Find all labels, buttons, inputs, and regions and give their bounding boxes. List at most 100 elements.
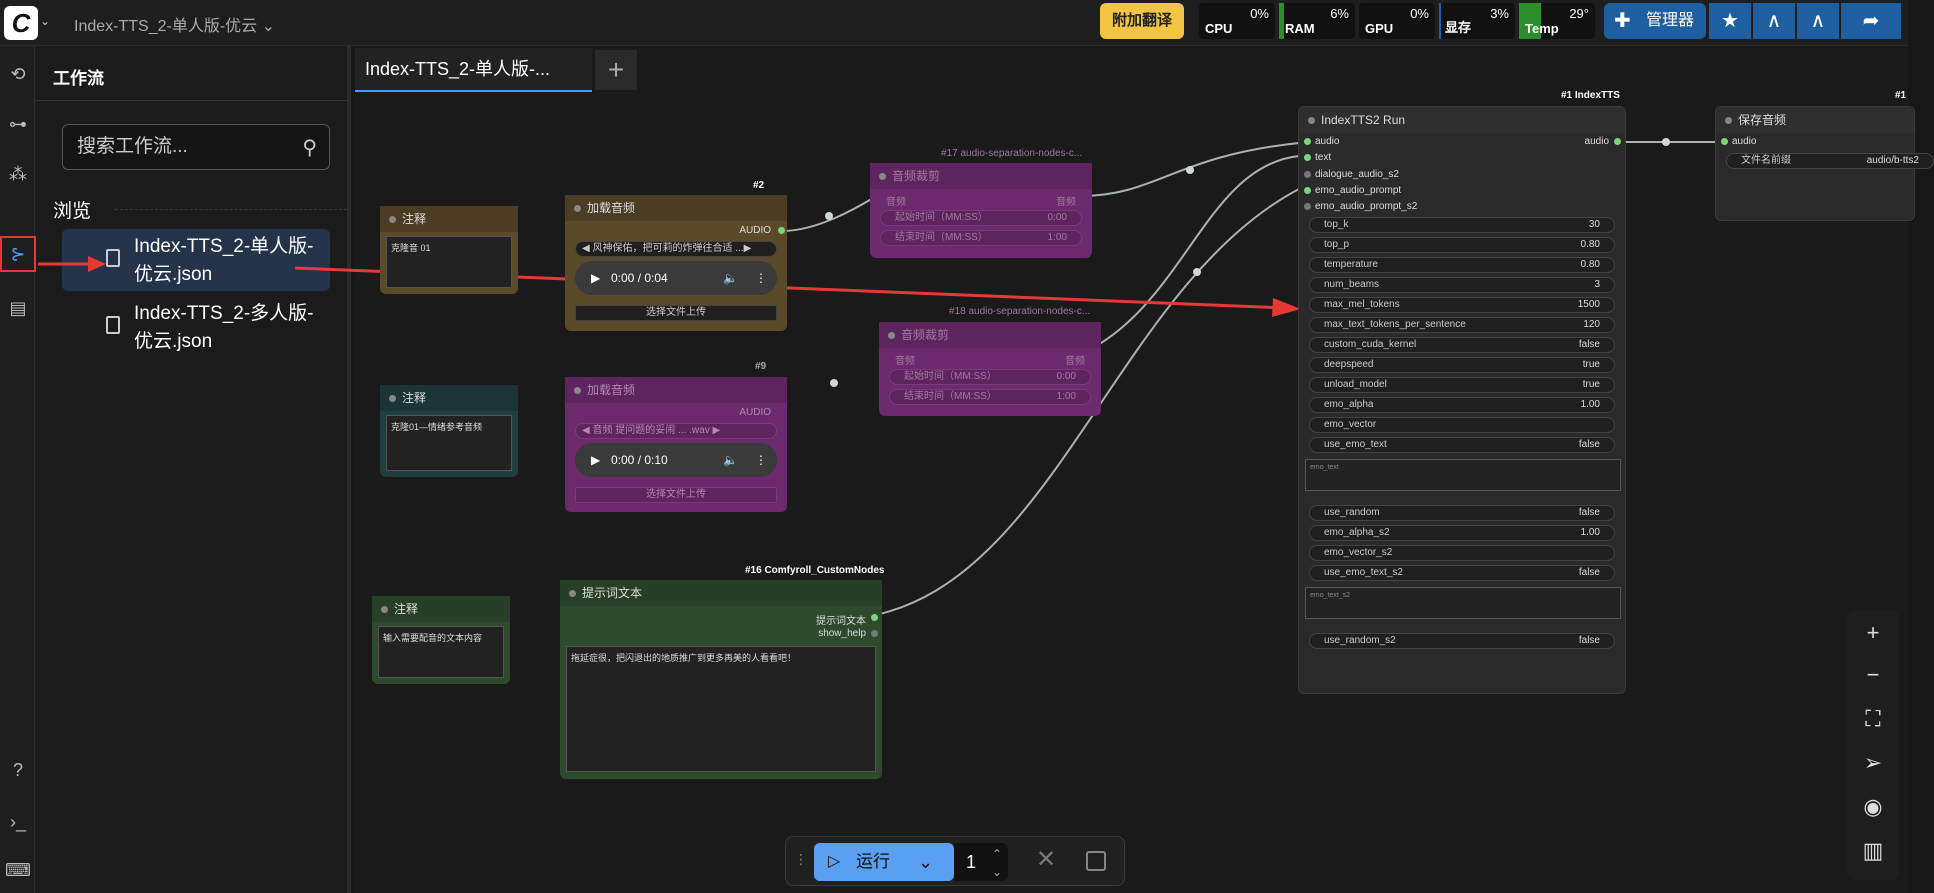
node-title: 加载音频 bbox=[565, 195, 787, 221]
stepper-up-icon[interactable]: ⌃ bbox=[991, 847, 1002, 861]
more-icon[interactable]: ⋮ bbox=[755, 271, 767, 285]
search-icon[interactable]: ⚲ bbox=[302, 137, 317, 159]
workflow-file-item[interactable]: Index-TTS_2-多人版-优云.json bbox=[62, 296, 330, 358]
templates-icon[interactable]: ▤ bbox=[9, 298, 27, 318]
zoom-in-icon[interactable]: + bbox=[1866, 620, 1880, 645]
volume-icon[interactable]: 🔈 bbox=[723, 271, 738, 285]
volume-icon[interactable]: 🔈 bbox=[723, 453, 738, 467]
output-port[interactable] bbox=[871, 614, 878, 621]
zoom-out-icon[interactable]: − bbox=[1866, 662, 1880, 687]
play-icon[interactable]: ▶ bbox=[591, 453, 601, 467]
prompt-text-node[interactable]: 提示词文本 提示词文本 show_help 拖延症很，把闪退出的地质推广到更多再… bbox=[560, 580, 882, 779]
start-time-field[interactable]: 起始时间（MM:SS）0:00 bbox=[889, 369, 1091, 385]
widget-emo-vector[interactable]: emo_vector bbox=[1309, 417, 1615, 433]
manager-button[interactable]: ✚管理器 bbox=[1604, 3, 1706, 39]
upload-button[interactable]: 选择文件上传 bbox=[575, 305, 777, 321]
output-port[interactable] bbox=[871, 630, 878, 637]
comfy-logo[interactable]: C bbox=[4, 6, 38, 40]
widget-emo-vector-s2[interactable]: emo_vector_s2 bbox=[1309, 545, 1615, 561]
emo-text-s2-textarea[interactable]: emo_text_s2 bbox=[1305, 587, 1621, 619]
note-node[interactable]: 注释 克隆01—情绪参考音频 bbox=[380, 385, 518, 477]
emo-text-textarea[interactable]: emo_text bbox=[1305, 459, 1621, 491]
batch-count-input[interactable]: 1⌃⌄ bbox=[954, 843, 1008, 881]
audio-crop-node[interactable]: 音频裁剪 音频 音频 起始时间（MM:SS）0:00 结束时间（MM:SS）1:… bbox=[879, 322, 1101, 416]
load-audio-node[interactable]: 加载音频 AUDIO ◀ 风神保佑，把可莉的炸弹往合适 ...▶ ▶0:00 /… bbox=[565, 195, 787, 331]
keyboard-icon[interactable]: ⌨ bbox=[5, 860, 31, 880]
node-canvas[interactable]: Index-TTS_2-单人版-... + 注释 克隆音 01 注释 克隆 bbox=[294, 46, 1934, 893]
note-text[interactable]: 克隆01—情绪参考音频 bbox=[386, 415, 512, 471]
indextts2-run-node[interactable]: IndexTTS2 Run audio text dialogue_audio_… bbox=[1298, 106, 1626, 694]
audio-crop-node[interactable]: 音频裁剪 音频 音频 起始时间（MM:SS）0:00 结束时间（MM:SS）1:… bbox=[870, 163, 1092, 258]
share-icon[interactable]: ➦ bbox=[1841, 3, 1901, 39]
input-port[interactable] bbox=[1304, 171, 1311, 178]
audio-player[interactable]: ▶0:00 / 0:10🔈⋮ bbox=[575, 443, 777, 477]
bridge-alt-icon[interactable]: ∧ bbox=[1797, 3, 1839, 39]
start-time-field[interactable]: 起始时间（MM:SS）0:00 bbox=[880, 210, 1082, 226]
star-icon[interactable]: ★ bbox=[1709, 3, 1751, 39]
play-icon[interactable]: ▶ bbox=[591, 271, 601, 285]
help-icon[interactable]: ? bbox=[12, 760, 23, 780]
note-node[interactable]: 注释 克隆音 01 bbox=[380, 206, 518, 294]
audio-player[interactable]: ▶0:00 / 0:04🔈⋮ bbox=[575, 261, 777, 295]
history-icon[interactable]: ⟲ bbox=[10, 64, 26, 84]
bridge-icon[interactable]: ∧ bbox=[1753, 3, 1795, 39]
visibility-icon[interactable]: ◉ bbox=[1863, 794, 1883, 819]
run-button[interactable]: ▷运行⌄ bbox=[814, 843, 954, 881]
tab-workflow[interactable]: Index-TTS_2-单人版-... bbox=[355, 48, 592, 92]
stop-icon[interactable] bbox=[1086, 851, 1106, 871]
minimap-icon[interactable]: ▥ bbox=[1862, 838, 1884, 863]
chevron-down-icon[interactable]: ⌄ bbox=[918, 852, 934, 872]
output-port[interactable] bbox=[1614, 138, 1621, 145]
note-node[interactable]: 注释 输入需要配音的文本内容 bbox=[372, 596, 510, 684]
end-time-field[interactable]: 结束时间（MM:SS）1:00 bbox=[880, 230, 1082, 246]
chevron-down-icon[interactable]: ⌄ bbox=[40, 14, 51, 28]
input-port[interactable] bbox=[1721, 138, 1728, 145]
input-port[interactable] bbox=[1304, 187, 1311, 194]
search-input[interactable] bbox=[77, 135, 287, 159]
audio-file-select[interactable]: ◀ 音频 提问题的妥闹 ... .wav ▶ bbox=[575, 423, 777, 439]
load-audio-node[interactable]: 加载音频 AUDIO ◀ 音频 提问题的妥闹 ... .wav ▶ ▶0:00 … bbox=[565, 377, 787, 512]
widget-value: 0.80 bbox=[1580, 239, 1600, 250]
add-tab-button[interactable]: + bbox=[595, 50, 637, 90]
input-port[interactable] bbox=[1304, 154, 1311, 161]
node-library-icon[interactable]: ⊶ bbox=[9, 114, 27, 134]
terminal-icon[interactable]: ›_ bbox=[9, 812, 26, 832]
audio-file-select[interactable]: ◀ 风神保佑，把可莉的炸弹往合适 ...▶ bbox=[575, 241, 777, 257]
input-port[interactable] bbox=[1304, 138, 1311, 145]
select-mode-icon[interactable]: ➢ bbox=[1863, 750, 1883, 775]
search-box[interactable]: ⚲ bbox=[62, 124, 330, 170]
cancel-icon[interactable]: ✕ bbox=[1036, 846, 1057, 873]
stepper-down-icon[interactable]: ⌄ bbox=[991, 865, 1002, 879]
more-icon[interactable]: ⋮ bbox=[755, 453, 767, 467]
upload-button[interactable]: 选择文件上传 bbox=[575, 487, 777, 503]
note-text[interactable]: 克隆音 01 bbox=[386, 236, 512, 288]
input-port[interactable] bbox=[1304, 203, 1311, 210]
end-time-field[interactable]: 结束时间（MM:SS）1:00 bbox=[889, 389, 1091, 405]
note-text[interactable]: 输入需要配音的文本内容 bbox=[378, 626, 504, 678]
model-library-icon[interactable]: ⁂ bbox=[9, 164, 27, 184]
translate-button[interactable]: 附加翻译 bbox=[1100, 3, 1184, 39]
output-port[interactable] bbox=[778, 227, 785, 234]
workflow-title[interactable]: Index-TTS_2-单人版-优云 ⌄ bbox=[74, 18, 276, 35]
workflow-file-item[interactable]: Index-TTS_2-单人版-优云.json bbox=[62, 229, 330, 291]
prompt-textarea[interactable]: 拖延症很，把闪退出的地质推广到更多再美的人看看吧！ bbox=[566, 646, 876, 772]
fit-view-icon[interactable]: ⛶ bbox=[1865, 706, 1881, 731]
